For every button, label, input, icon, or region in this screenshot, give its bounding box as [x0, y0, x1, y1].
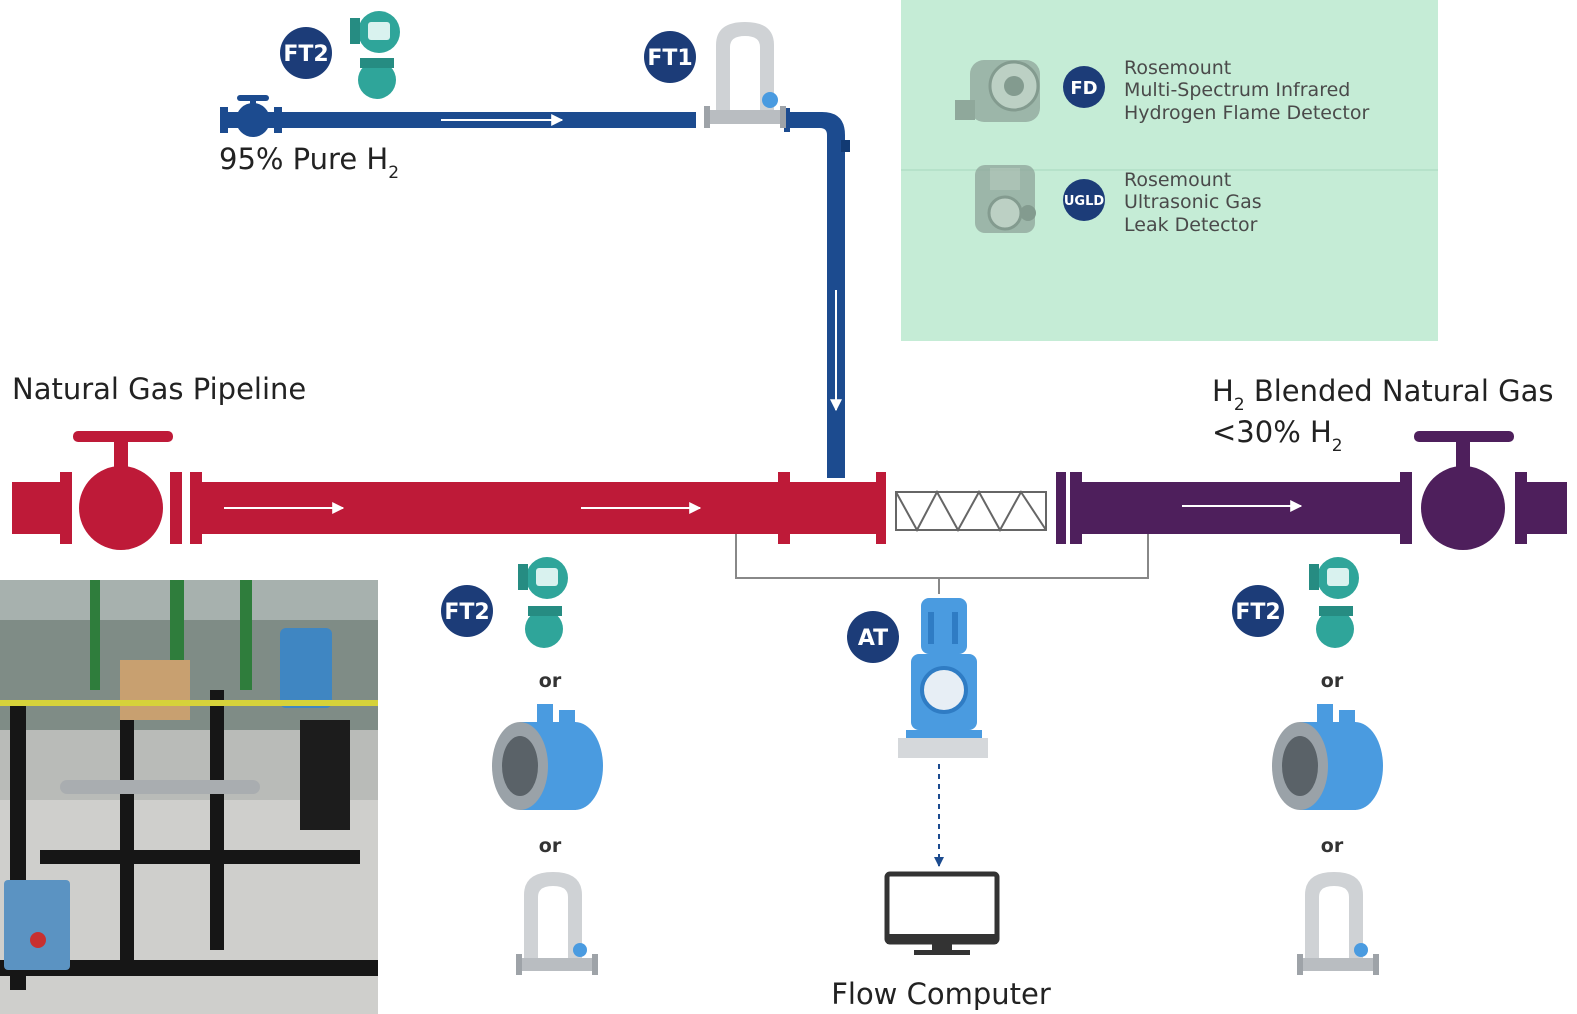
ng-valve-icon [73, 431, 173, 550]
ugld-tag [1063, 179, 1105, 221]
blend-valve-icon [1414, 431, 1514, 550]
at-tag-label: AT [858, 626, 888, 651]
or-label-left-2: or [539, 835, 562, 857]
h2-source-label: 95% Pure H2 [219, 142, 399, 183]
or-label-left-1: or [539, 670, 562, 692]
ft2-flow-transmitter-icon-left [518, 557, 568, 648]
ft2-tag-right [1232, 585, 1284, 637]
ft1-tag [644, 31, 696, 83]
ft1-coriolis-meter-icon [704, 22, 786, 128]
ft1-tag-label: FT1 [647, 46, 692, 71]
blended-h2-limit-label: <30% H2 [1212, 415, 1343, 456]
static-mixer-icon [895, 489, 1047, 533]
ng-pipeline-label: Natural Gas Pipeline [12, 372, 306, 406]
fd-desc-line1: Rosemount [1124, 57, 1231, 79]
flame-detector-icon [955, 60, 1040, 122]
ugld-desc-line1: Rosemount [1124, 169, 1231, 191]
ft2-tag-left-label: FT2 [444, 600, 489, 625]
ultrasonic-gas-leak-detector-icon [975, 165, 1036, 233]
fd-desc-line2: Multi-Spectrum Infrared [1124, 79, 1350, 101]
ft2-flow-transmitter-icon-right [1309, 557, 1359, 648]
blending-skid-photo [0, 580, 378, 1014]
ft2-tag-left [441, 585, 493, 637]
analyzer-sample-line [735, 534, 1149, 579]
ultrasonic-meter-icon-right [1272, 704, 1383, 810]
ultrasonic-meter-icon-left [492, 704, 603, 810]
ft2-flow-transmitter-icon-top [350, 11, 400, 99]
ft2-tag-top [280, 27, 332, 79]
ft2-tag-top-label: FT2 [283, 42, 328, 67]
fd-desc-line3: Hydrogen Flame Detector [1124, 102, 1370, 124]
or-label-right-2: or [1321, 835, 1344, 857]
at-gas-analyzer-icon [898, 598, 988, 758]
coriolis-meter-icon-right [1297, 872, 1379, 975]
h2-valve-icon [220, 95, 282, 137]
ugld-desc-line3: Leak Detector [1124, 214, 1258, 236]
ugld-tag-label: UGLD [1064, 194, 1105, 209]
at-tag [847, 611, 899, 663]
fd-tag [1063, 66, 1105, 108]
flow-computer-label: Flow Computer [831, 977, 1051, 1011]
computer-monitor-icon [884, 871, 1000, 955]
coriolis-meter-icon-left [516, 872, 598, 975]
or-label-right-1: or [1321, 670, 1344, 692]
ft2-tag-right-label: FT2 [1235, 600, 1280, 625]
ugld-desc-line2: Ultrasonic Gas [1124, 191, 1262, 213]
fd-tag-label: FD [1070, 78, 1097, 99]
blended-gas-pipe [1056, 472, 1567, 544]
blended-gas-label: H2 Blended Natural Gas [1212, 374, 1553, 415]
